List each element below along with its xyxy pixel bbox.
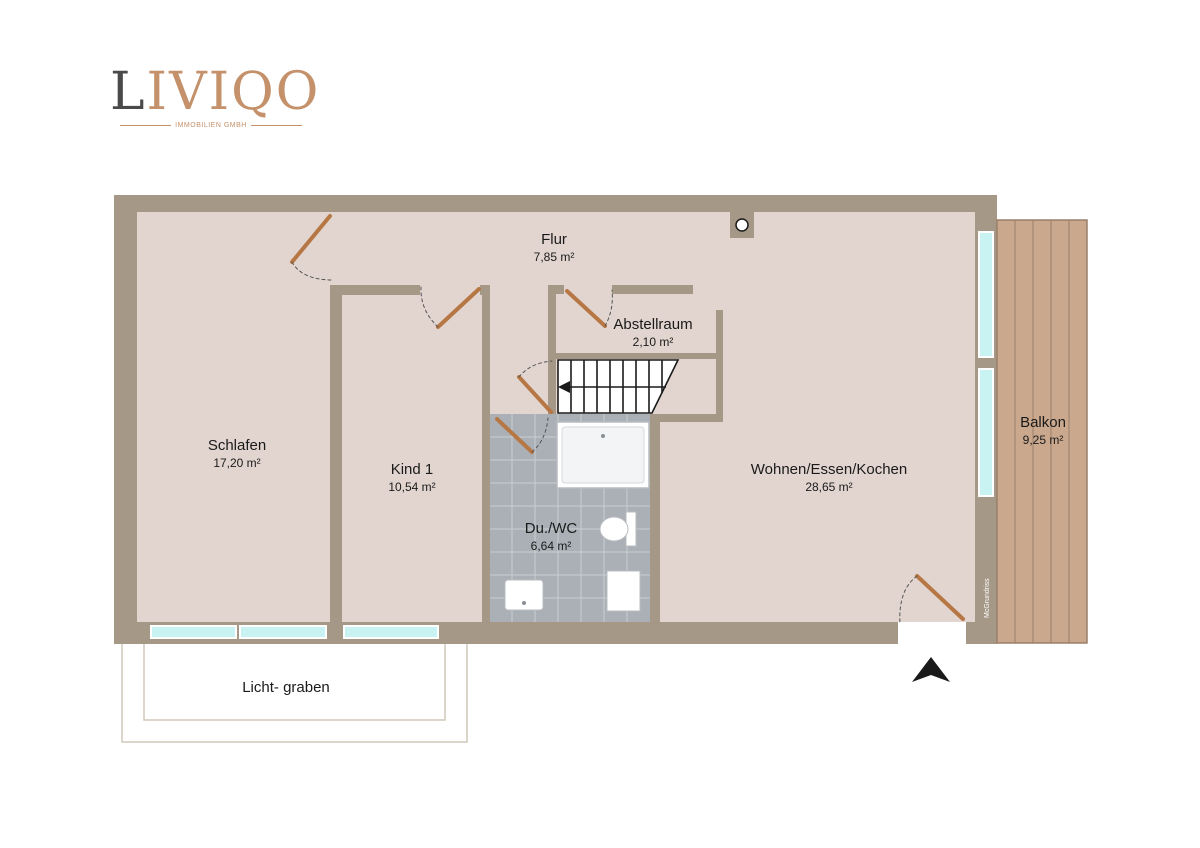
window-living-balcony-2 bbox=[978, 368, 994, 497]
room-area-kind1: 10,54 m² bbox=[388, 480, 435, 494]
bathtub-drain bbox=[601, 434, 605, 438]
balcony-deck-base bbox=[996, 219, 1088, 644]
watermark-label: McGrundriss bbox=[984, 578, 991, 618]
room-name-abstellraum: Abstellraum bbox=[613, 316, 692, 333]
window-living-balcony-1 bbox=[978, 231, 994, 358]
logo-rest-letters: IVIQO bbox=[146, 62, 321, 122]
logo-subtitle-row: IMMOBILIEN GMBH bbox=[120, 122, 302, 129]
room-name-schlafen: Schlafen bbox=[208, 437, 266, 454]
window-bedroom-1 bbox=[150, 625, 237, 639]
window-child-room bbox=[343, 625, 439, 639]
logo-first-letter: L bbox=[110, 62, 147, 122]
room-area-schlafen: 17,20 m² bbox=[213, 456, 260, 470]
door-swing-entrance bbox=[899, 575, 918, 625]
door-bedroom bbox=[290, 214, 332, 264]
floor-child-room bbox=[342, 295, 482, 622]
windows bbox=[150, 231, 994, 639]
logo-rule-left bbox=[120, 125, 172, 126]
door-swing-storage bbox=[604, 289, 613, 327]
flur-bedroom-opening bbox=[330, 217, 342, 283]
doors bbox=[290, 214, 965, 625]
room-labels: Flur 7,85 m² Abstellraum 2,10 m² Schlafe… bbox=[208, 231, 1066, 696]
floor-bedroom bbox=[137, 212, 330, 622]
door-entrance bbox=[915, 574, 965, 621]
room-name-flur: Flur bbox=[541, 231, 567, 248]
washbasin-drain bbox=[522, 601, 526, 605]
floors bbox=[137, 212, 975, 622]
circle-icon bbox=[735, 218, 749, 232]
door-swing-stair bbox=[518, 360, 553, 378]
room-name-lichtgraben: Licht- graben bbox=[242, 679, 330, 696]
room-area-balkon: 9,25 m² bbox=[1023, 433, 1064, 447]
washbasin bbox=[504, 579, 544, 611]
room-area-wohnen: 28,65 m² bbox=[805, 480, 852, 494]
triangle-up-icon bbox=[912, 657, 950, 682]
room-name-bad: Du./WC bbox=[525, 520, 578, 537]
logo-wordmark: LIVIQO bbox=[110, 62, 320, 122]
room-area-bad: 6,64 m² bbox=[531, 539, 572, 553]
room-name-kind1: Kind 1 bbox=[391, 461, 434, 478]
door-storage bbox=[565, 289, 607, 328]
child-room-opening bbox=[420, 284, 480, 296]
bathroom-fixtures bbox=[504, 421, 650, 612]
staircase bbox=[557, 359, 680, 414]
room-name-balkon: Balkon bbox=[1020, 414, 1066, 431]
logo-subtitle: IMMOBILIEN GMBH bbox=[175, 122, 247, 129]
bathtub-inner bbox=[561, 426, 645, 484]
door-swing-bedroom bbox=[291, 261, 334, 281]
door-swing-bathroom bbox=[531, 417, 549, 453]
washing-machine bbox=[606, 570, 641, 612]
chimney bbox=[730, 212, 754, 238]
floor-main bbox=[137, 212, 975, 622]
logo-rule-right bbox=[250, 125, 302, 126]
door-child-room bbox=[436, 287, 481, 329]
stair-direction-arrowhead bbox=[558, 381, 570, 393]
door-bathroom bbox=[495, 417, 534, 454]
balcony-deck bbox=[996, 219, 1088, 644]
company-logo: LIVIQO IMMOBILIEN GMBH bbox=[110, 62, 318, 134]
room-area-abstellraum: 2,10 m² bbox=[633, 335, 674, 349]
room-area-flur: 7,85 m² bbox=[534, 250, 575, 264]
door-stair bbox=[517, 375, 553, 414]
room-name-wohnen: Wohnen/Essen/Kochen bbox=[751, 461, 908, 478]
storage-opening bbox=[564, 284, 612, 296]
entrance-opening bbox=[898, 622, 966, 644]
window-bedroom-2 bbox=[239, 625, 327, 639]
toilet-bowl bbox=[599, 516, 629, 542]
